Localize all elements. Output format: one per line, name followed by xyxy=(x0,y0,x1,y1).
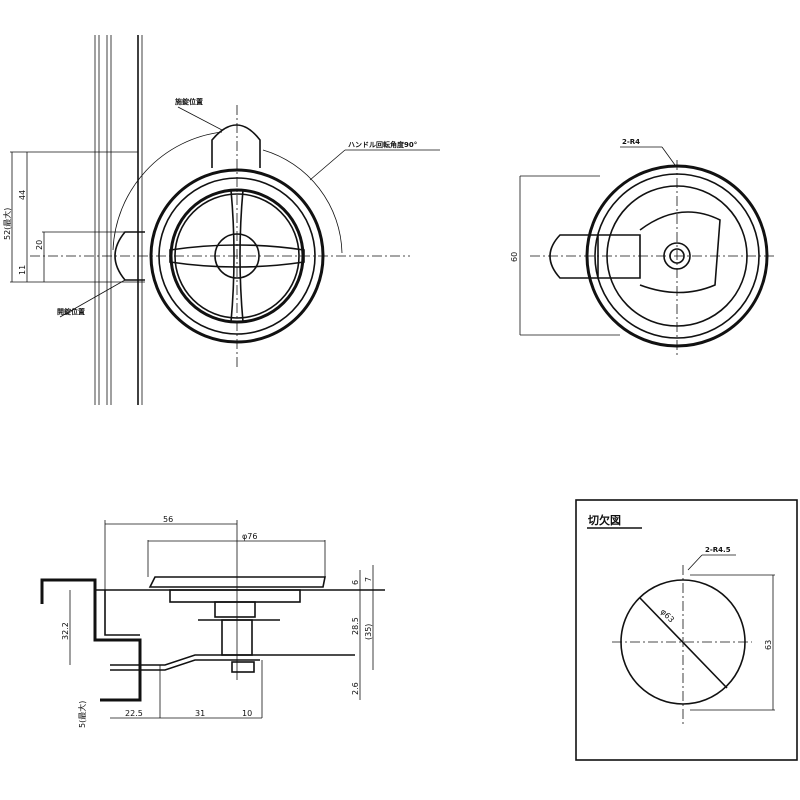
dim-cutout-height: 63 xyxy=(764,640,773,650)
label-handle-rotation: ハンドル回転角度90° xyxy=(348,140,417,149)
dim-offset: 11 xyxy=(18,265,27,275)
label-rear-holes: 2-R4 xyxy=(622,138,640,146)
label-unlock-position: 開錠位置 xyxy=(57,307,85,316)
label-cutout-holes: 2-R4.5 xyxy=(705,546,731,554)
dim-depth: 28.5 xyxy=(351,617,360,635)
dim-bracket: 32.2 xyxy=(61,622,70,640)
dim-d2: 31 xyxy=(195,709,205,718)
dim-handle: 20 xyxy=(35,240,44,250)
cutout-title: 切欠図 xyxy=(588,513,621,527)
dim-d3: 10 xyxy=(242,709,252,718)
front-view: 施錠位置 開錠位置 ハンドル回転角度90° 52(最大) 44 20 11 xyxy=(2,35,440,405)
dim-diameter: φ76 xyxy=(242,532,257,541)
dim-rear-height: 60 xyxy=(510,252,519,262)
dim-top2: 7 xyxy=(364,577,373,582)
cutout-view: 切欠図 2-R4.5 φ63 63 xyxy=(575,499,798,761)
dim-top: 6 xyxy=(351,580,360,585)
side-view: 56 φ76 6 7 28.5 (35) 2.6 32.2 5(最大) 22.5… xyxy=(40,515,385,728)
dim-height: 44 xyxy=(18,190,27,200)
dim-overall: 52(最大) xyxy=(2,208,12,240)
dim-depth-total: (35) xyxy=(364,624,373,640)
dim-d1: 22.5 xyxy=(125,709,143,718)
dim-cutout-diameter: φ63 xyxy=(659,607,676,624)
label-lock-position: 施錠位置 xyxy=(175,97,203,106)
rear-view: 2-R4 60 xyxy=(510,138,775,355)
dim-max: 5(最大) xyxy=(77,701,87,728)
dim-bottom: 2.6 xyxy=(351,682,360,695)
dim-width: 56 xyxy=(163,515,173,524)
